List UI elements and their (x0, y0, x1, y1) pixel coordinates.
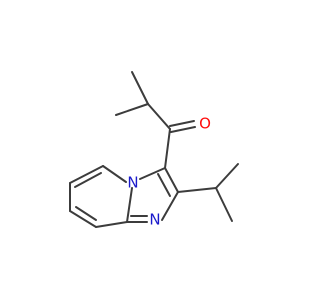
bond-n-bridge-c5 (102, 165, 127, 183)
bond-carbonyl-double-2 (170, 126, 196, 133)
bond-carbonyl-c3 (164, 128, 171, 169)
atom-label-bridge-nitrogen: N (127, 174, 138, 192)
bond-ch-methyl-d (215, 187, 233, 222)
structure-canvas: O N N (69, 71, 239, 229)
bond-c8a-n-bridge (126, 187, 133, 223)
bond-c3-c2-a (164, 167, 179, 193)
bond-c5-c6-b (74, 172, 102, 188)
bond-c3-n-bridge (139, 167, 166, 180)
bond-c5-c6-a (69, 165, 104, 184)
bond-c7-c8-a (69, 210, 97, 228)
bond-methyl-a (115, 103, 149, 116)
bond-c7-c8-b (75, 206, 97, 221)
bond-c8-c8a (95, 221, 128, 228)
atom-label-ring-nitrogen: N (149, 211, 160, 229)
bond-carbonyl-double-1 (169, 120, 195, 127)
molecule-drawing: O N N (69, 71, 239, 229)
atom-label-oxygen: O (199, 115, 211, 133)
bond-ch-carbonyl (147, 103, 171, 130)
bond-c2-n-ring (161, 191, 179, 221)
bond-methyl-b (131, 71, 149, 105)
bond-c2-ch (177, 187, 217, 193)
bond-ch-methyl-c (215, 163, 239, 189)
bond-c3-c2-b (157, 173, 171, 197)
